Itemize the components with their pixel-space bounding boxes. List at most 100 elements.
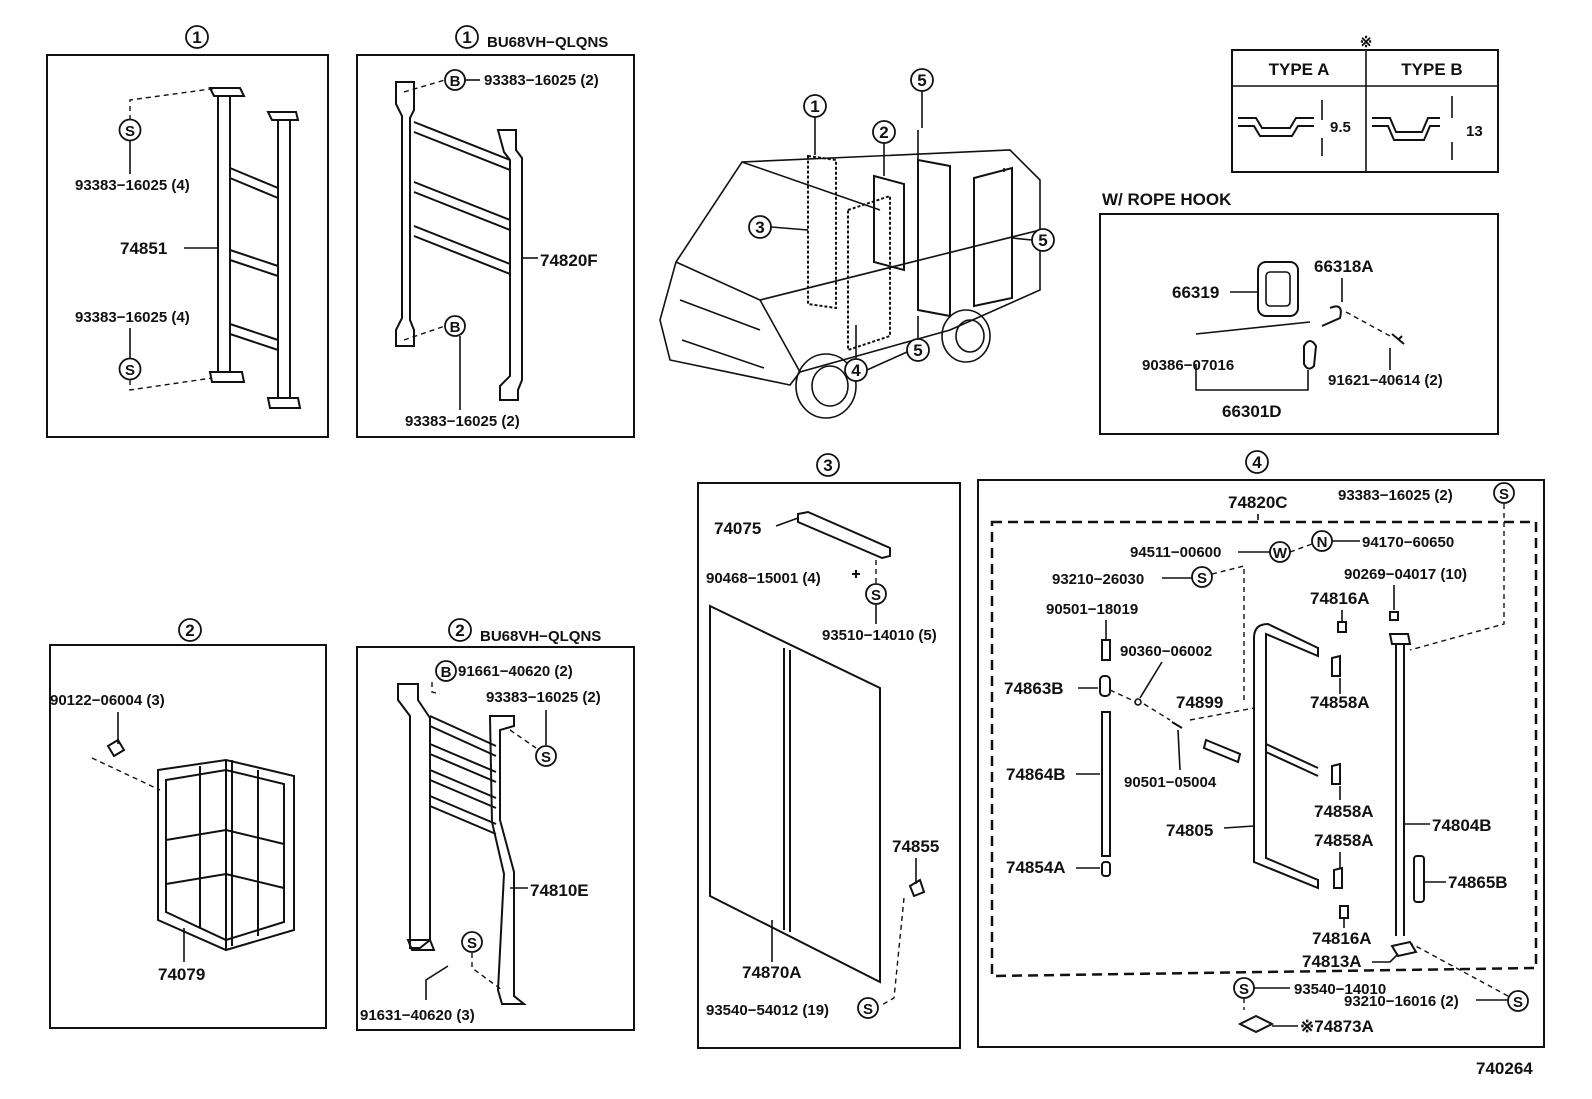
handle-74805 xyxy=(1253,622,1319,890)
figure-code: 740264 xyxy=(1476,1059,1533,1078)
panel-74870A xyxy=(709,604,881,984)
symbol-s-circle xyxy=(118,118,142,142)
label-74851: 74851 xyxy=(120,239,167,258)
label-74855: 74855 xyxy=(892,837,939,856)
label-74858A-3: 74858A xyxy=(1314,831,1374,850)
label-74079: 74079 xyxy=(158,965,205,984)
symbol-s: S xyxy=(1239,981,1249,998)
label-94511-00600: 94511−00600 xyxy=(1130,544,1221,561)
box-1-number-circle xyxy=(185,25,209,49)
box-1b-model: BU68VH−QLQNS xyxy=(487,34,608,51)
van-callout-5-right: 5 xyxy=(1038,231,1047,250)
symbol-s: S xyxy=(871,587,881,604)
symbol-s: S xyxy=(1513,994,1523,1011)
symbol-b-circle xyxy=(444,315,466,337)
ladder-74851 xyxy=(208,87,302,409)
rack-74079 xyxy=(157,758,295,952)
label-66318A: 66318A xyxy=(1314,257,1374,276)
box-2b-model: BU68VH−QLQNS xyxy=(480,628,601,645)
box-1-number: 1 xyxy=(192,28,201,47)
label-66319: 66319 xyxy=(1172,283,1219,302)
symbol-s: S xyxy=(125,123,135,140)
symbol-s: S xyxy=(1197,570,1207,587)
label-74858A-2: 74858A xyxy=(1314,802,1374,821)
type-table: ※ TYPE A TYPE B 9.5 13 xyxy=(1231,34,1499,173)
label-93383-16025-top: 93383−16025 (4) xyxy=(75,177,190,194)
box-2: 2 90122−06004 (3) 74079 xyxy=(49,618,327,1029)
label-74865B: 74865B xyxy=(1448,873,1508,892)
box-4: 4 74820C 93383−16025 (2) S 94511−00600 W… xyxy=(977,450,1545,1048)
label-74863B: 74863B xyxy=(1004,679,1064,698)
symbol-w: W xyxy=(1273,545,1288,562)
van-callout-4: 4 xyxy=(851,361,861,380)
van-callout-2: 2 xyxy=(879,123,888,142)
van-callout-3: 3 xyxy=(755,218,764,237)
van-illustration xyxy=(659,130,1041,419)
label-74820C: 74820C xyxy=(1228,493,1288,512)
label-91621-40614: 91621−40614 (2) xyxy=(1328,372,1443,389)
frame-74820F xyxy=(395,81,523,401)
label-66301D: 66301D xyxy=(1222,402,1282,421)
rope-hook-box: W/ ROPE HOOK 66319 66318A 90386−07016 91… xyxy=(1099,190,1499,435)
label-93383-16025-4: 93383−16025 (2) xyxy=(1338,487,1453,504)
label-74854A: 74854A xyxy=(1006,858,1066,877)
label-74813A: 74813A xyxy=(1302,952,1362,971)
label-74858A-1: 74858A xyxy=(1310,693,1370,712)
label-93383-16025-b-bottom: 93383−16025 (2) xyxy=(405,413,520,430)
label-90386-07016: 90386−07016 xyxy=(1142,357,1234,374)
box-1-frame xyxy=(46,54,329,438)
label-93383-16025-b-top: 93383−16025 (2) xyxy=(484,72,599,89)
frame-74810E xyxy=(397,683,527,1005)
symbol-b: B xyxy=(450,319,461,336)
label-94170-60650: 94170−60650 xyxy=(1362,534,1454,551)
label-93210-16016: 93210−16016 (2) xyxy=(1344,993,1459,1010)
label-74816A-bottom: 74816A xyxy=(1312,929,1372,948)
label-90122-06004: 90122−06004 (3) xyxy=(50,692,165,709)
type-a-header: TYPE A xyxy=(1269,60,1330,79)
label-90468-15001: 90468−15001 (4) xyxy=(706,570,821,587)
label-93540-54012: 93540−54012 (19) xyxy=(706,1002,829,1019)
box-1b-number: 1 xyxy=(462,28,471,47)
van-callout-5-top: 5 xyxy=(917,71,926,90)
label-91661-40620: 91661−40620 (2) xyxy=(458,663,573,680)
label-74864B: 74864B xyxy=(1006,765,1066,784)
symbol-b: B xyxy=(450,73,461,90)
type-table-mark: ※ xyxy=(1360,34,1373,51)
van-callout-1: 1 xyxy=(810,97,819,116)
type-a-dimension: 9.5 xyxy=(1330,119,1351,136)
label-74805: 74805 xyxy=(1166,821,1213,840)
box-4-number: 4 xyxy=(1252,453,1262,472)
symbol-s: S xyxy=(125,362,135,379)
symbol-s: S xyxy=(541,749,551,766)
symbol-s: S xyxy=(1499,486,1509,503)
label-93210-26030: 93210−26030 xyxy=(1052,571,1144,588)
label-93540-14010: 93540−14010 xyxy=(1294,981,1386,998)
label-93510-14010: 93510−14010 (5) xyxy=(822,627,937,644)
box-1b: 1 BU68VH−QLQNS B 93383−16025 (2) 74820F … xyxy=(356,25,635,438)
label-90501-18019: 90501−18019 xyxy=(1046,601,1138,618)
label-91631-40620: 91631−40620 (3) xyxy=(360,1007,475,1024)
label-74804B: 74804B xyxy=(1432,816,1492,835)
box-1b-number-circle xyxy=(455,25,479,49)
label-74870A: 74870A xyxy=(742,963,802,982)
label-90501-05004: 90501−05004 xyxy=(1124,774,1217,791)
label-90269-04017: 90269−04017 (10) xyxy=(1344,566,1467,583)
label-93383-16025-bottom: 93383−16025 (4) xyxy=(75,309,190,326)
box-3: 3 74075 90468−15001 (4) S 93510−14010 (5… xyxy=(697,453,961,1049)
type-b-dimension: 13 xyxy=(1466,123,1483,140)
box-2b: 2 BU68VH−QLQNS B 91661−40620 (2) 93383−1… xyxy=(356,618,635,1031)
label-74820F: 74820F xyxy=(540,251,598,270)
label-74810E: 74810E xyxy=(530,881,589,900)
symbol-s: S xyxy=(467,935,477,952)
box-3-number: 3 xyxy=(823,456,832,475)
label-74873A: ※74873A xyxy=(1300,1017,1374,1036)
symbol-n: N xyxy=(1317,534,1328,551)
symbol-s: S xyxy=(863,1001,873,1018)
label-74816A-top: 74816A xyxy=(1310,589,1370,608)
van-callouts: 1 2 3 4 5 5 5 xyxy=(748,68,1055,382)
label-74899: 74899 xyxy=(1176,693,1223,712)
box-2-number: 2 xyxy=(185,621,194,640)
rope-hook-title: W/ ROPE HOOK xyxy=(1102,190,1232,209)
label-90360-06002: 90360−06002 xyxy=(1120,643,1212,660)
type-b-header: TYPE B xyxy=(1401,60,1462,79)
